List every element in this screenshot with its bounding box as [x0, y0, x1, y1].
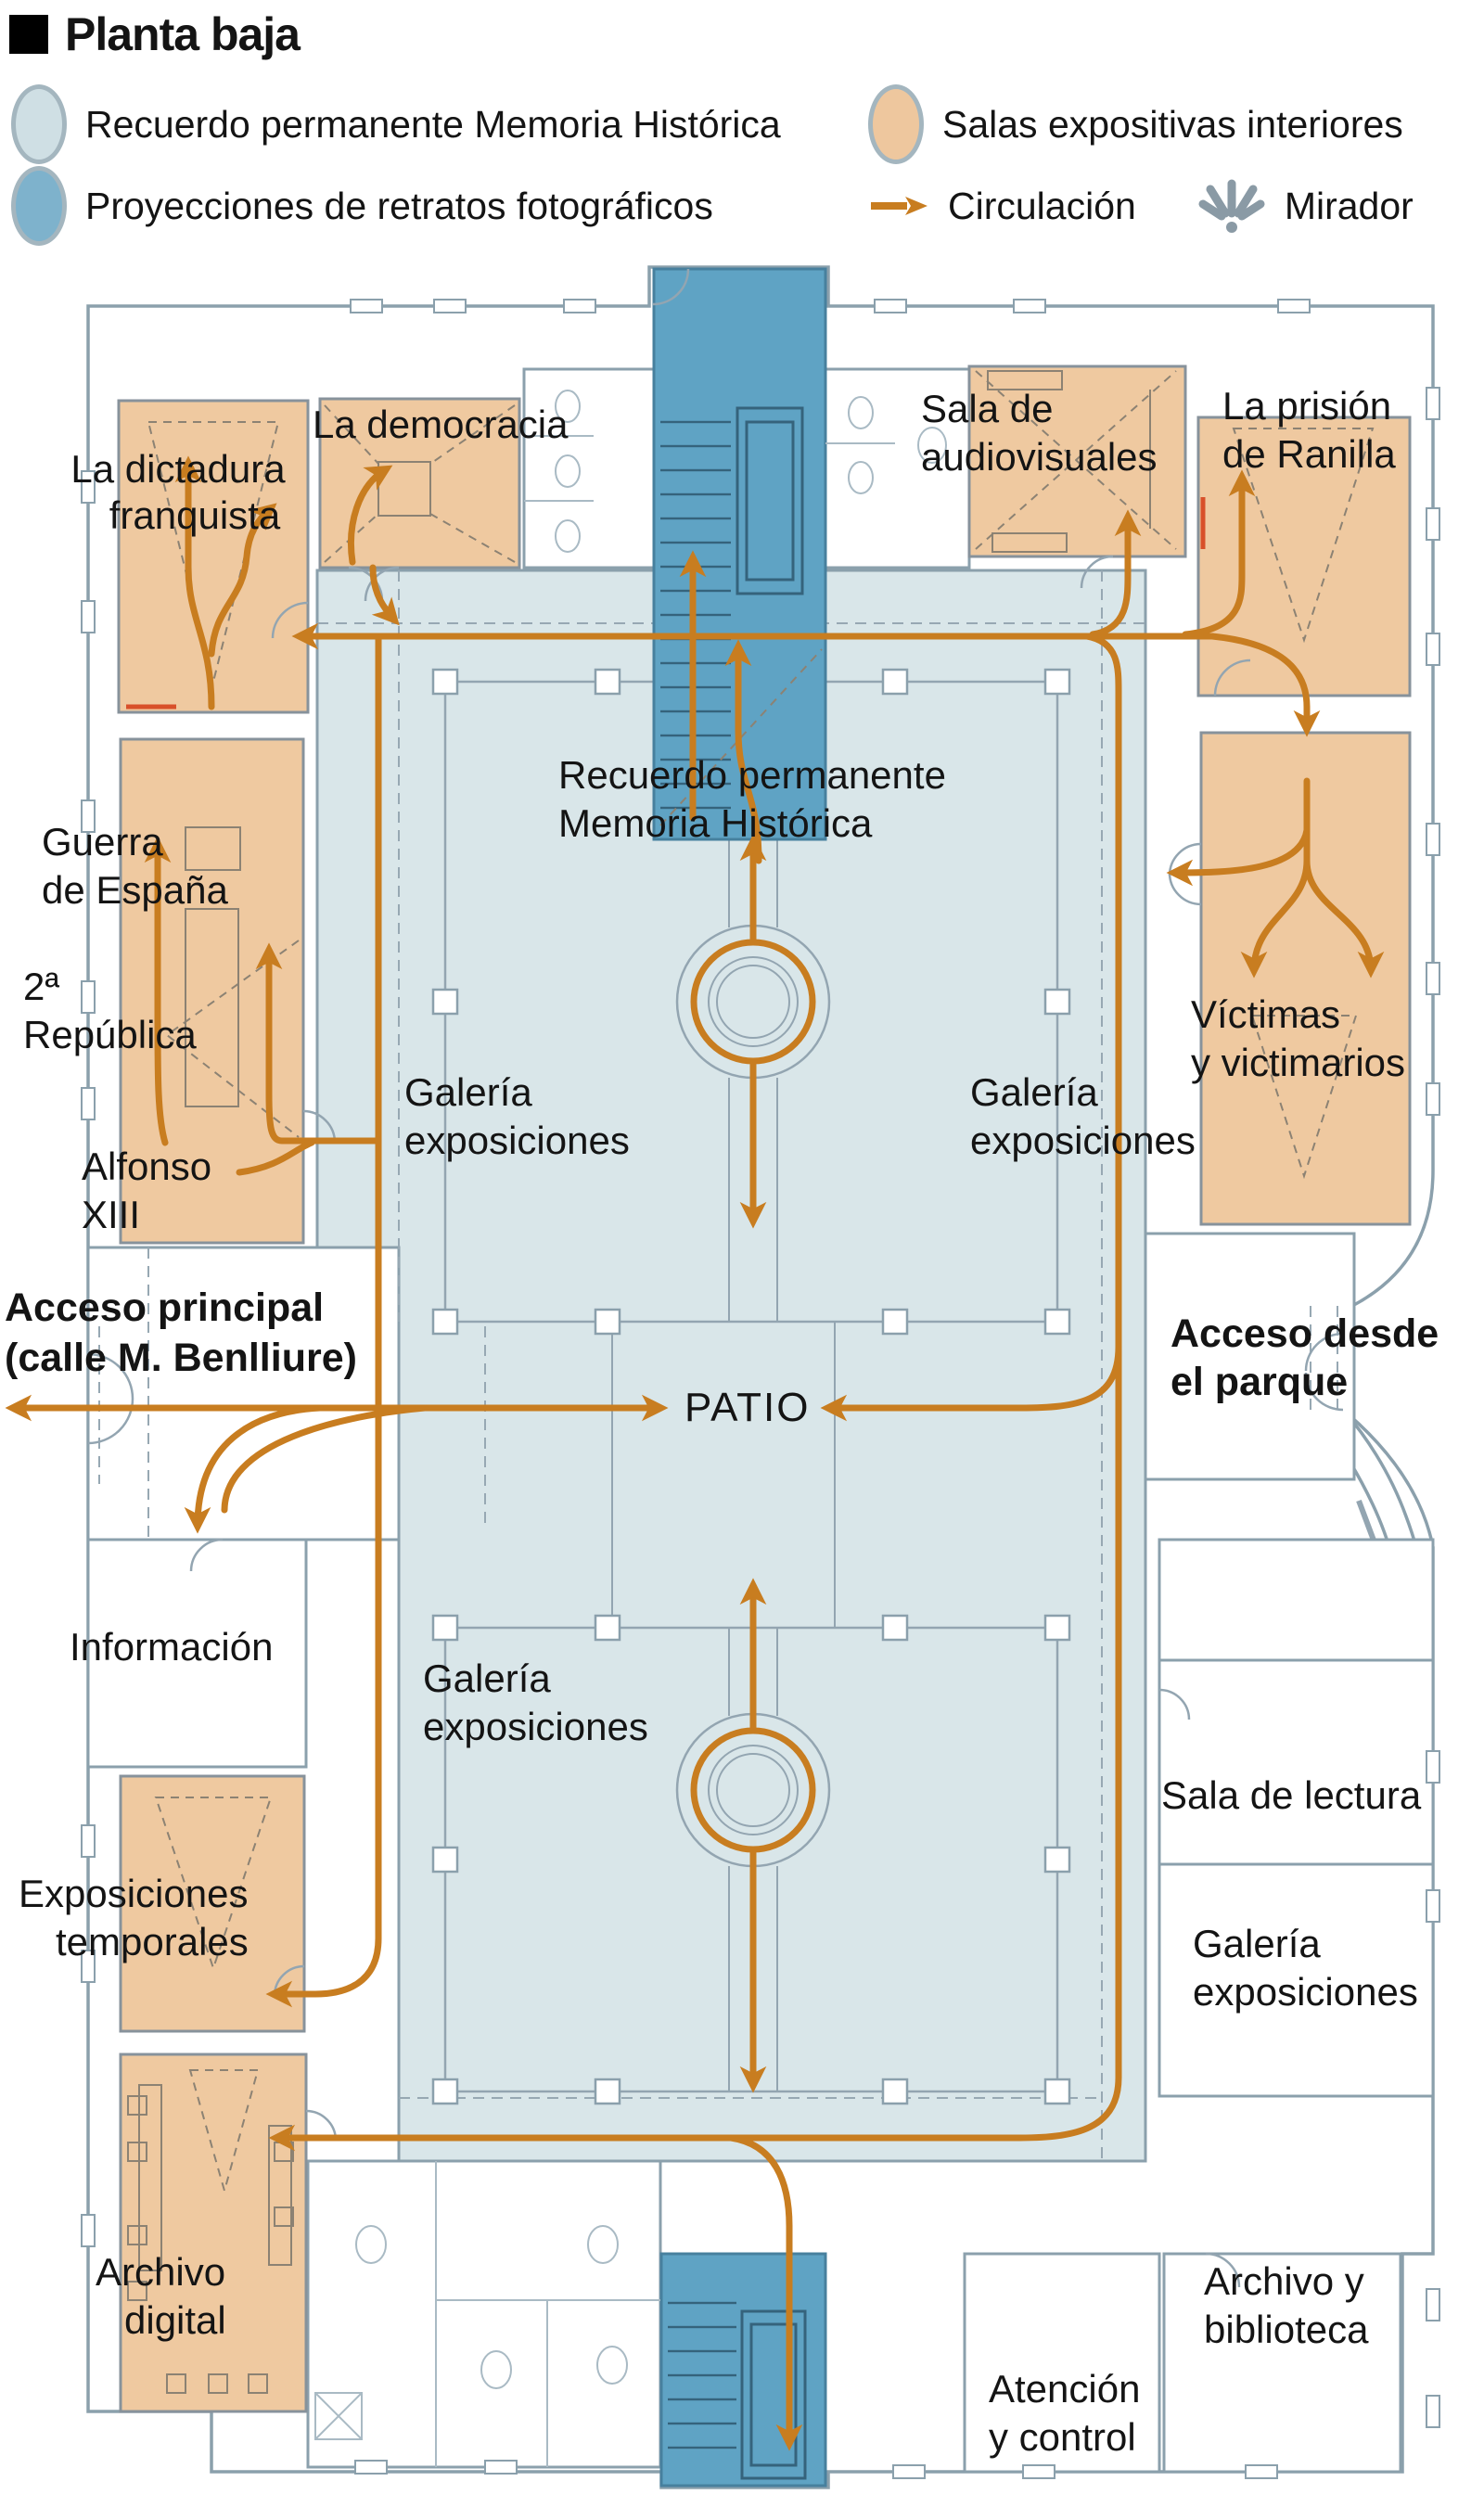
label-victimas: Víctimas — [1191, 992, 1340, 1036]
label-galeria-nw: exposiciones — [404, 1119, 630, 1162]
room-dictadura — [117, 399, 310, 714]
wall-ticks — [81, 299, 1440, 2479]
label-alfonso: XIII — [82, 1193, 140, 1236]
label-expo-temporales: temporales — [56, 1920, 249, 1963]
label-alfonso: Alfonso — [82, 1145, 211, 1188]
label-acceso-parque: el parque — [1171, 1360, 1348, 1404]
label-acceso-parque: Acceso desde — [1171, 1311, 1439, 1356]
room-atencion — [963, 2252, 1161, 2474]
bathroom-fixtures — [314, 390, 947, 2467]
label-republica: República — [23, 1013, 197, 1056]
room-galeria-se — [1158, 1862, 1435, 2098]
page-title: Planta baja — [9, 7, 301, 61]
bathrooms-top-left — [522, 367, 656, 569]
circulation-arrow-icon — [871, 197, 928, 215]
legend-left: Recuerdo permanente Memoria Histórica Pr… — [11, 83, 781, 247]
label-galeria-sw: Galería — [423, 1656, 551, 1700]
door-arcs — [87, 268, 1344, 2288]
label-democracia: La democracia — [313, 403, 569, 446]
label-galeria-nw: Galería — [404, 1070, 532, 1114]
bathrooms-top-right — [824, 367, 971, 569]
legend-right: Salas expositivas interiores Circulación… — [868, 83, 1414, 247]
label-audiovisuales: audiovisuales — [921, 435, 1158, 479]
legend-item-circulacion: Circulación Mirador — [868, 165, 1414, 247]
label-ranilla: de Ranilla — [1222, 432, 1396, 476]
label-atencion: Atención — [989, 2367, 1140, 2411]
label-galeria-se: exposiciones — [1193, 1970, 1418, 2014]
label-acceso-principal: (calle M. Benlliure) — [5, 1336, 357, 1380]
room-ne-corridor — [1158, 1538, 1435, 1662]
label-archivo-digital: digital — [124, 2298, 226, 2342]
bathrooms-bottom — [306, 2159, 662, 2469]
label-victimas: y victimarios — [1191, 1041, 1405, 1084]
legend-item-proyecciones: Proyecciones de retratos fotográficos — [11, 165, 781, 247]
room-archivo-digital — [119, 2053, 308, 2413]
label-informacion: Información — [70, 1625, 273, 1669]
room-informacion — [86, 1538, 308, 1769]
label-galeria-sw: exposiciones — [423, 1705, 648, 1748]
label-galeria-se: Galería — [1193, 1922, 1321, 1965]
legend-label: Mirador — [1284, 184, 1414, 227]
label-patio: PATIO — [684, 1385, 811, 1430]
mirador-fan-icon — [1198, 179, 1265, 233]
label-expo-temporales: Exposiciones — [19, 1872, 248, 1915]
room-symbols — [127, 370, 1375, 2394]
legend-label: Circulación — [948, 184, 1136, 227]
label-dictadura: La dictadura — [70, 447, 286, 491]
pillars — [431, 668, 1071, 2105]
room-guerra-republica-alfonso — [119, 737, 305, 1245]
label-archivo-biblioteca: Archivo y — [1204, 2259, 1364, 2303]
legend-label: Recuerdo permanente Memoria Histórica — [85, 102, 781, 146]
label-archivo-digital: Archivo — [96, 2250, 225, 2294]
projection-zone-swatch-icon — [11, 166, 67, 246]
label-guerra: de España — [42, 868, 228, 912]
room-acceso-parque — [1144, 1232, 1356, 1481]
label-audiovisuales: Sala de — [921, 387, 1053, 430]
label-acceso-principal: Acceso principal — [5, 1285, 324, 1330]
label-recuerdo: Recuerdo permanente — [558, 753, 946, 797]
room-sala-lectura — [1158, 1658, 1435, 1866]
legend-label: Proyecciones de retratos fotográficos — [85, 184, 713, 227]
room-ranilla — [1196, 416, 1412, 697]
title-text: Planta baja — [65, 8, 301, 60]
expo-zone-swatch-icon — [868, 84, 924, 164]
label-archivo-biblioteca: biblioteca — [1204, 2308, 1369, 2351]
stair-tower-bottom — [659, 2252, 827, 2488]
label-galeria-ne: Galería — [970, 1070, 1098, 1114]
memoria-zone-swatch-icon — [11, 84, 67, 164]
legend-label: Salas expositivas interiores — [942, 102, 1403, 146]
room-labels: La dictadura franquista La democracia Sa… — [5, 384, 1439, 2459]
label-dictadura: franquista — [109, 493, 281, 537]
label-sala-lectura: Sala de lectura — [1161, 1773, 1422, 1817]
label-atencion: y control — [989, 2415, 1136, 2459]
label-recuerdo: Memoria Histórica — [558, 801, 873, 845]
legend-item-recuerdo: Recuerdo permanente Memoria Histórica — [11, 83, 781, 165]
legend-item-salas: Salas expositivas interiores — [868, 83, 1414, 165]
room-acceso-principal — [86, 1246, 401, 1541]
circulation-routes — [5, 455, 1385, 2451]
label-ranilla: La prisión — [1222, 384, 1391, 428]
room-archivo-biblioteca — [1162, 2252, 1402, 2474]
title-square-icon — [9, 15, 48, 54]
label-guerra: Guerra — [42, 820, 163, 863]
label-galeria-ne: exposiciones — [970, 1119, 1196, 1162]
label-republica: 2ª — [23, 965, 59, 1008]
